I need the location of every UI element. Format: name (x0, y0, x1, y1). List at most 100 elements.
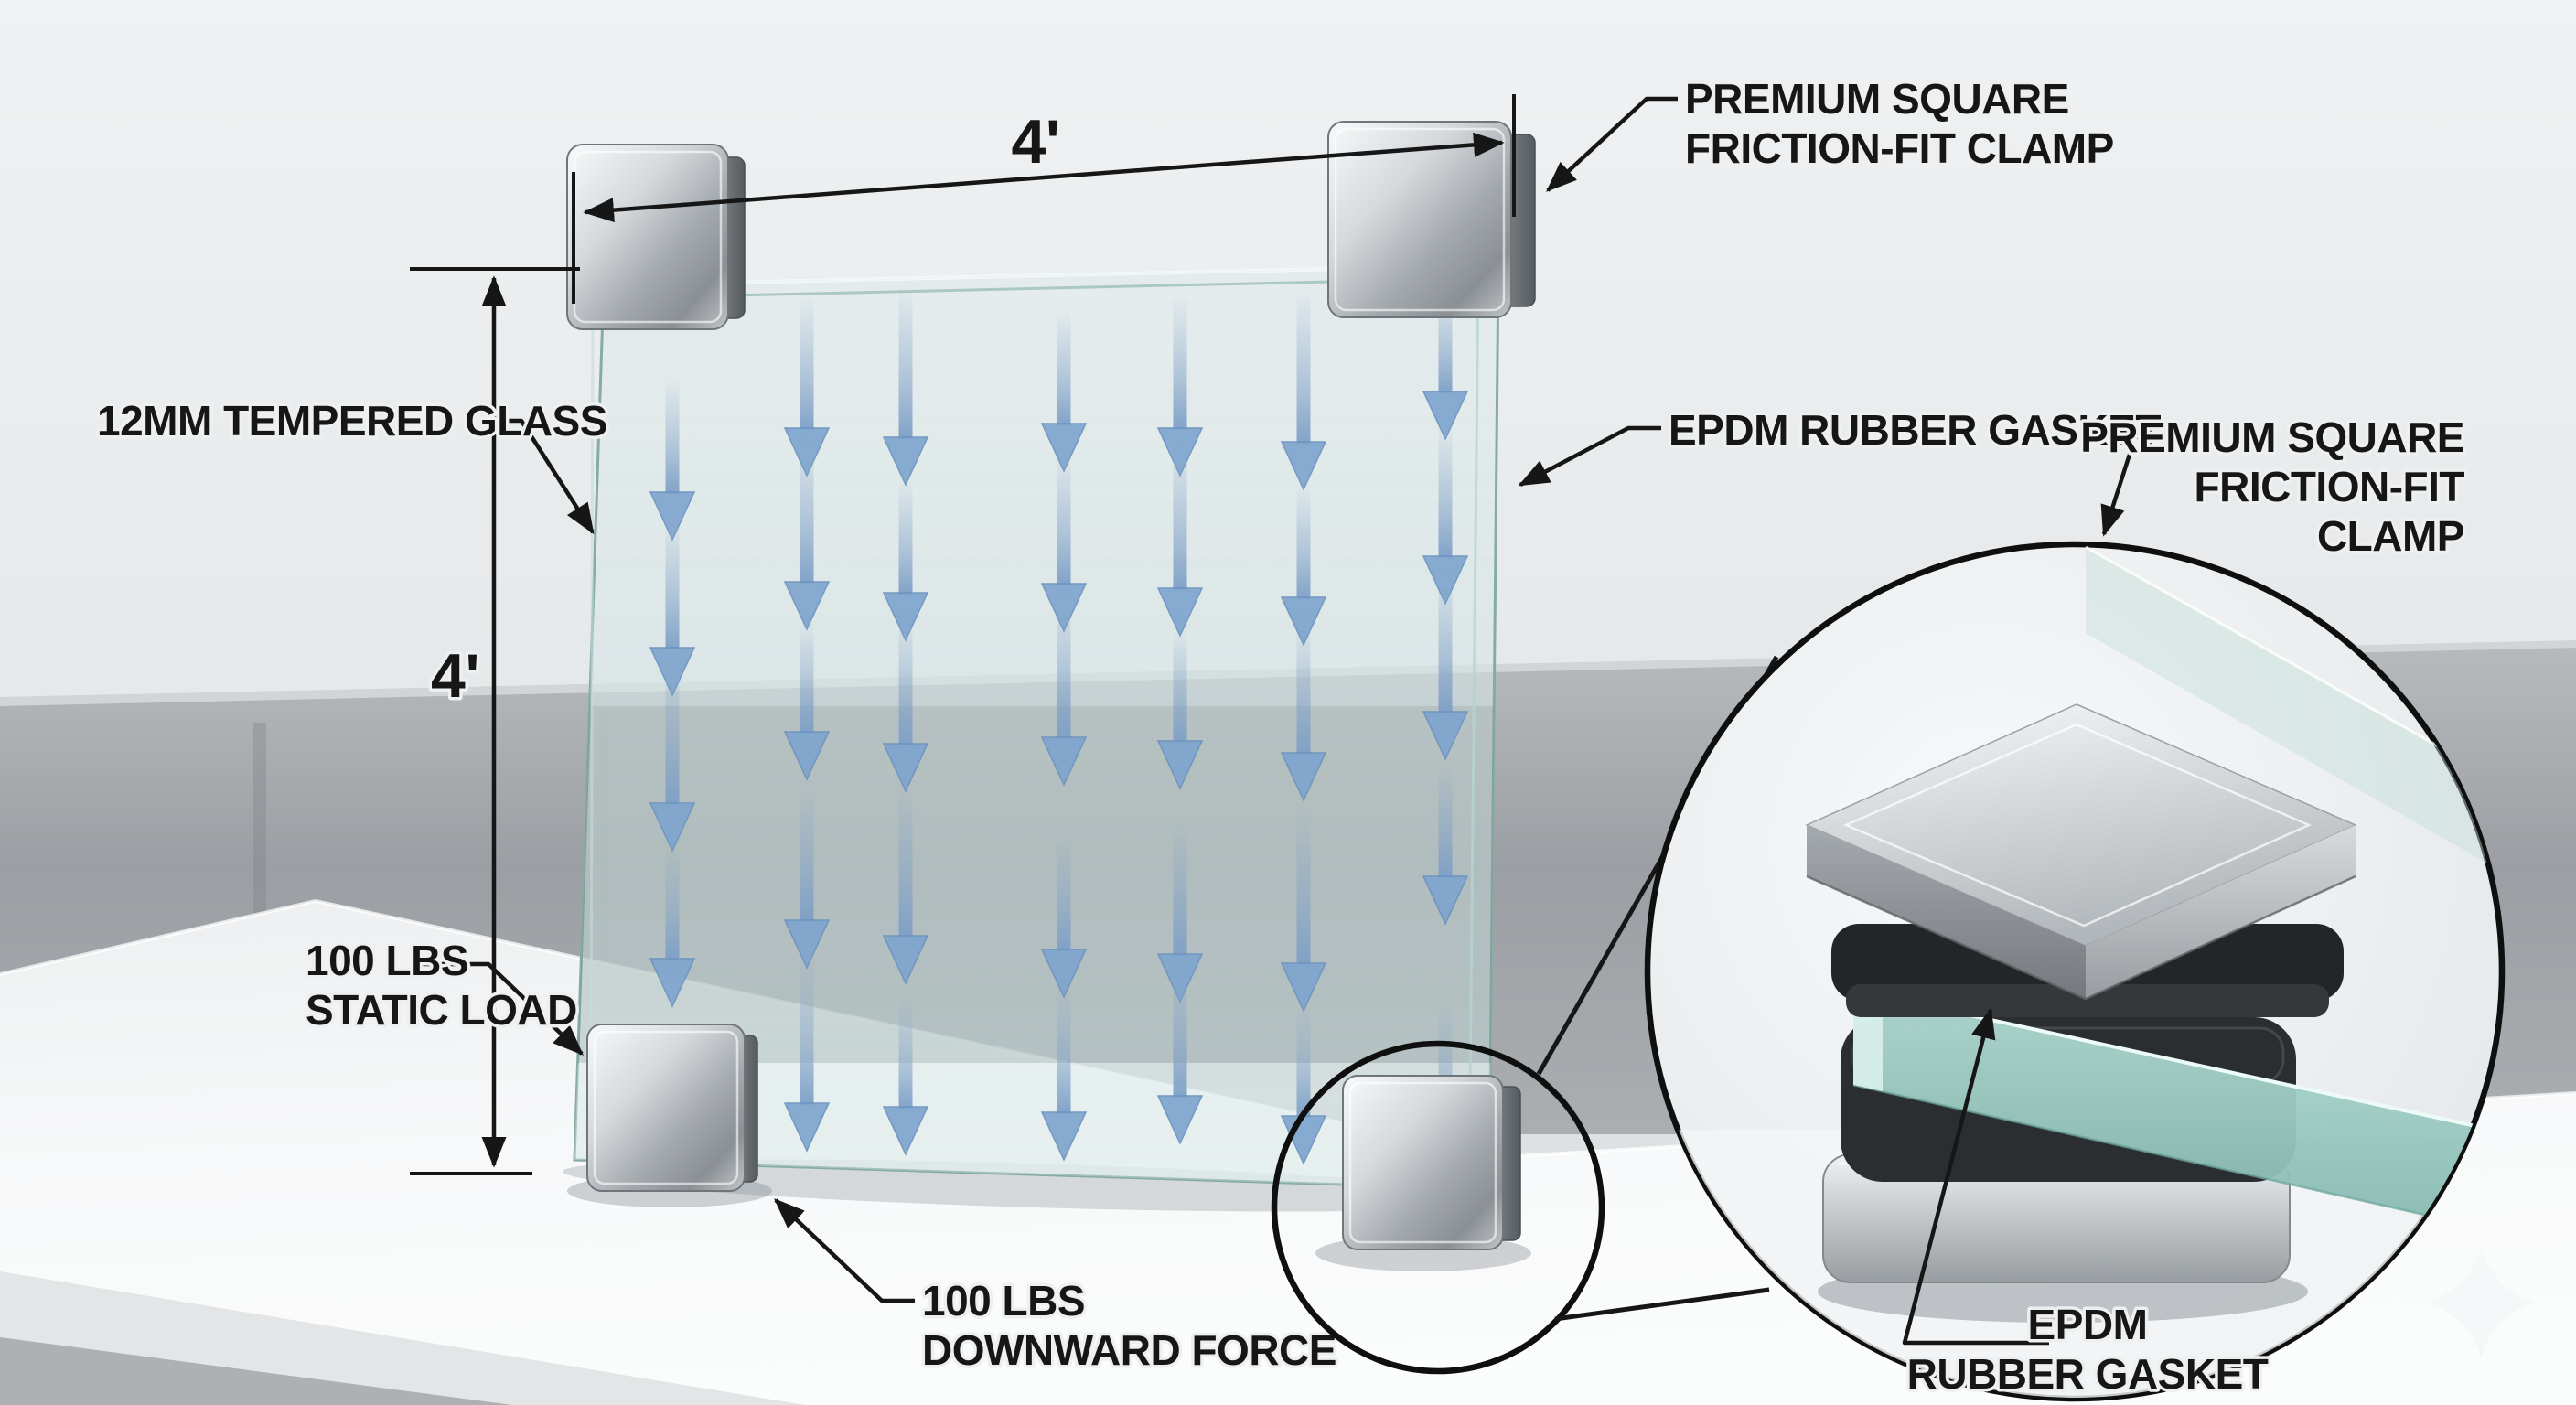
force-arrow-tail (1057, 450, 1071, 585)
force-arrow-tail (1438, 558, 1453, 713)
detail-cap-left-face (1807, 825, 2086, 999)
label-static-load-line1: 100 LBS (306, 937, 468, 984)
force-arrow-tail (1057, 310, 1071, 425)
width-dimension-line (583, 132, 1505, 223)
force-arrow-head (649, 958, 696, 1008)
detail-glass-bottom-edge (1852, 1083, 2501, 1235)
glass-right-thickness (1467, 266, 1480, 1188)
label-clamp-detail-line1: PREMIUM SQUARE (2080, 413, 2464, 461)
label-clamp-top-line1: PREMIUM SQUARE (1685, 75, 2069, 123)
force-arrow-tail (1173, 434, 1187, 590)
force-arrow-head (1040, 1111, 1088, 1162)
detail-gasket-upper-lip (1846, 984, 2329, 1017)
force-arrow-head (1156, 740, 1204, 790)
label-clamp-top: PREMIUM SQUARE FRICTION-FIT CLAMP (1682, 72, 2118, 176)
leader-clamp-top (1546, 96, 1678, 192)
force-arrow-tail (665, 649, 680, 805)
force-arrow-tail (1173, 820, 1187, 956)
force-arrow-head (1040, 736, 1088, 787)
force-arrow-tail (1057, 979, 1071, 1114)
force-arrow-tail (800, 618, 814, 734)
zoom-connector-bottom (1554, 1287, 1770, 1322)
clamp-top-right (1327, 121, 1536, 318)
label-static-load: 100 LBS STATIC LOAD (303, 934, 581, 1037)
force-arrow-tail (665, 845, 680, 960)
zoom-source-ring (1271, 1040, 1605, 1375)
force-arrow-head (1422, 391, 1469, 441)
force-arrow-tail (1173, 942, 1187, 1098)
width-dimension: 4' (572, 94, 1516, 304)
force-arrow-head (1422, 875, 1469, 926)
leader-downward-force (774, 1198, 915, 1303)
force-arrow-head (1280, 441, 1327, 491)
force-arrow-tail (1296, 810, 1311, 965)
force-arrow-tail (800, 295, 814, 430)
width-dimension-label: 4' (1012, 107, 1060, 177)
force-arrow-tail (1173, 295, 1187, 430)
label-gasket-detail-line1: EPDM (2028, 1301, 2148, 1348)
force-arrow-tail (665, 514, 680, 649)
label-clamp-detail-line2: FRICTION-FIT (2195, 463, 2465, 510)
force-arrow-head (882, 436, 929, 487)
leader-glass (490, 418, 595, 535)
force-arrow-tail (1296, 1003, 1311, 1118)
force-arrow-tail (1296, 288, 1311, 444)
leader-gasket (1518, 425, 1661, 487)
force-arrow-tail (1438, 423, 1453, 558)
force-arrow-head (783, 581, 831, 631)
clamp-top-left (566, 144, 746, 330)
force-arrow-head (1280, 752, 1327, 802)
force-arrow-head (882, 1106, 929, 1156)
label-clamp-detail-line3: CLAMP (2317, 512, 2464, 560)
through-glass-counter (574, 706, 1498, 1063)
floor-shadow (0, 1337, 512, 1405)
height-dimension-label: 4' (431, 641, 479, 711)
detail-cap-right-face (2086, 825, 2356, 999)
label-rubber-gasket: EPDM RUBBER GASKET (1669, 406, 2161, 454)
detail-glass-sheet (1853, 990, 2501, 1233)
force-arrow-tail (1296, 619, 1311, 755)
force-arrow-head (1280, 962, 1327, 1013)
force-arrow-tail (800, 949, 814, 1105)
force-arrow-tail (1173, 627, 1187, 743)
force-arrow-head (882, 935, 929, 985)
clamp-detail-view: EPDM RUBBER GASKET (1644, 541, 2506, 1402)
force-arrow-head (783, 1102, 831, 1153)
force-arrow-tail (898, 610, 913, 745)
label-clamp-top-line2: FRICTION-FIT CLAMP (1685, 124, 2114, 172)
height-dimension: 4' (410, 267, 580, 1175)
leader-clamp-detail (2100, 434, 2168, 537)
label-static-load-line2: STATIC LOAD (306, 986, 577, 1034)
force-arrow-head (1422, 711, 1469, 761)
force-arrow-tail (898, 284, 913, 439)
detail-backdrop-glass (2086, 547, 2501, 874)
force-arrow-tail (1438, 763, 1453, 878)
force-arrow-head (649, 802, 696, 853)
label-gasket-detail-line2: RUBBER GASKET (1907, 1350, 2269, 1398)
force-arrow-head (783, 731, 831, 781)
force-arrow-head (1156, 587, 1204, 638)
label-downward-force-line1: 100 LBS (922, 1277, 1085, 1325)
label-downward-force: 100 LBS DOWNWARD FORCE (919, 1274, 1340, 1378)
glass-left-thickness (589, 286, 595, 1159)
force-arrow-head (882, 743, 929, 793)
force-arrow-head (783, 919, 831, 970)
force-arrow-tail (898, 479, 913, 595)
force-arrow-tail (800, 428, 814, 584)
force-arrow-head (1156, 1095, 1204, 1145)
sparkle-icon (2426, 1248, 2536, 1357)
label-downward-force-line2: DOWNWARD FORCE (922, 1326, 1336, 1374)
force-arrow-tail (1296, 484, 1311, 599)
force-arrow-tail (800, 787, 814, 922)
force-arrow-head (1040, 423, 1088, 473)
detail-cap-bottom-edge (1806, 874, 2356, 1001)
leader-gasket-detail (1902, 1007, 2049, 1346)
force-arrow-tail (898, 993, 913, 1109)
label-clamp-detail: PREMIUM SQUARE FRICTION-FIT CLAMP (2077, 411, 2469, 563)
force-arrow-tail (1057, 836, 1071, 951)
clamp-bottom-right (1342, 1075, 1521, 1250)
label-tempered-glass: 12MM TEMPERED GLASS (97, 397, 607, 445)
force-arrow-head (1040, 949, 1088, 999)
force-arrow-tail (665, 379, 680, 494)
